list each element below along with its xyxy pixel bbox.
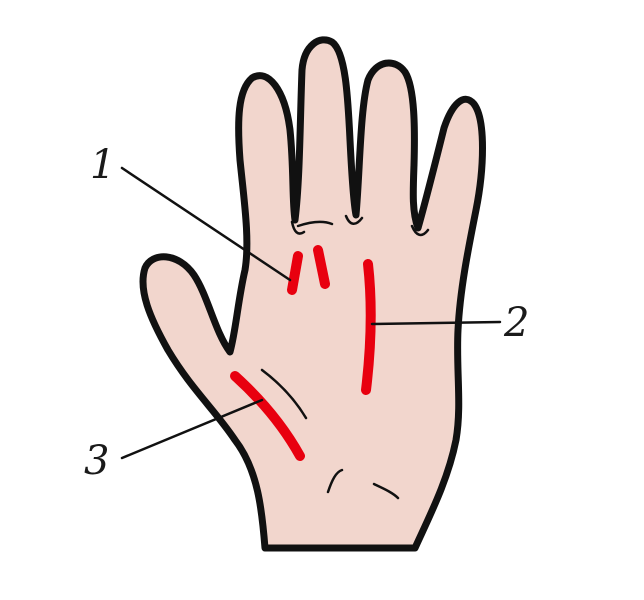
marking-3	[230, 371, 305, 461]
finger-crease-4	[296, 220, 334, 228]
thumb-crease	[260, 368, 308, 420]
label-3: 3	[84, 438, 109, 484]
finger-crease-2	[344, 214, 364, 225]
leader-1	[120, 166, 292, 282]
leader-2	[370, 320, 502, 326]
marking-2	[361, 259, 376, 395]
hand-outline	[139, 36, 486, 552]
label-2: 2	[503, 300, 529, 346]
leader-3	[120, 398, 264, 460]
marking-1b	[313, 245, 330, 289]
palm-crease-lower	[326, 468, 344, 494]
marking-1a	[287, 251, 303, 295]
finger-crease-3	[410, 224, 430, 237]
finger-crease-1	[290, 220, 306, 235]
label-1: 1	[90, 142, 115, 188]
palm-crease-right	[372, 482, 400, 500]
